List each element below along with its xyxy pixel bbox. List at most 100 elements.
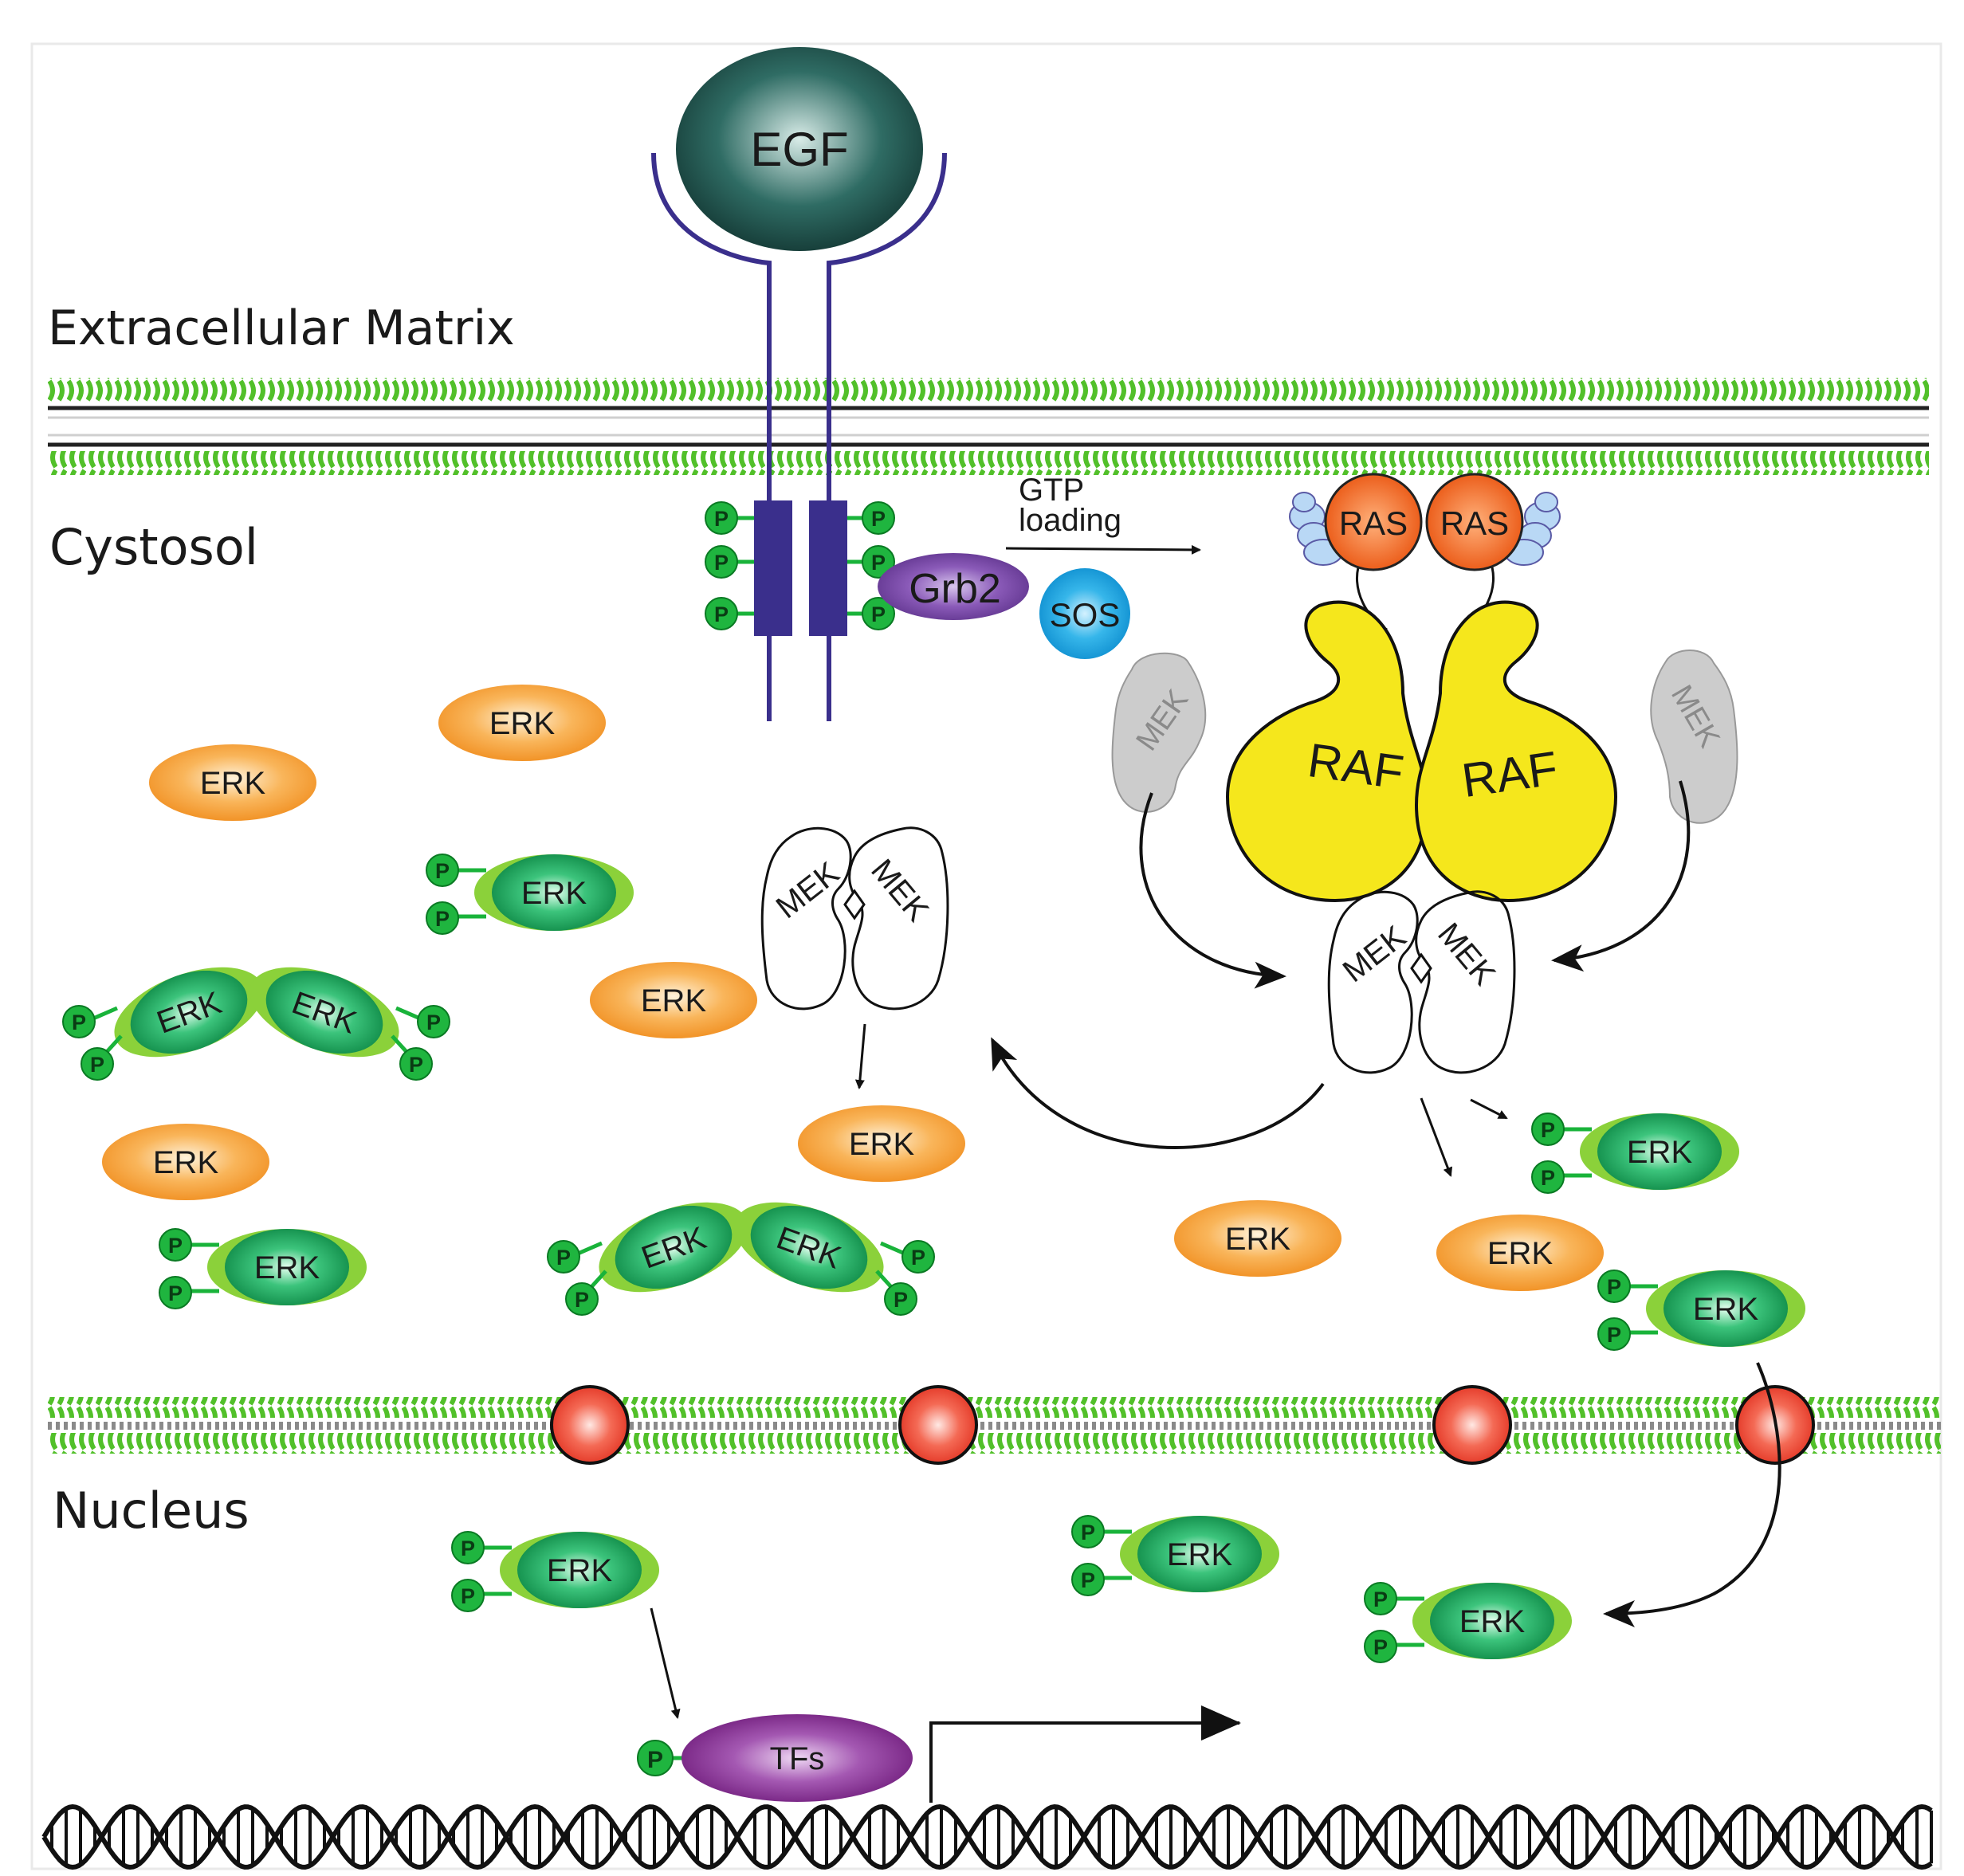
phospho-label: P xyxy=(1541,1166,1555,1190)
nuclear-membrane xyxy=(48,1397,1941,1454)
phospho-site: P xyxy=(1364,1582,1397,1615)
ras-right xyxy=(1425,473,1524,571)
phospho-label: P xyxy=(714,602,729,626)
transcription-arrow xyxy=(929,1705,1241,1803)
erk-phosphorylated: ERK xyxy=(599,1202,748,1293)
phospho-site: P xyxy=(1531,1160,1565,1194)
gtp-loading-arrow xyxy=(1005,544,1201,555)
mek-monomer xyxy=(848,826,949,1011)
phospho-label: P xyxy=(435,907,450,931)
erk-label: ERK xyxy=(1487,1236,1554,1271)
phospho-site: P xyxy=(1597,1270,1631,1303)
erk-label: ERK xyxy=(200,766,266,801)
phospho-site: P xyxy=(547,1240,580,1274)
raf-right xyxy=(1414,600,1618,903)
phospho-site: P xyxy=(1364,1630,1397,1663)
raf-left xyxy=(1225,600,1429,903)
phospho-label: P xyxy=(871,551,886,575)
erk-label: ERK xyxy=(1627,1135,1693,1170)
arrow-mek-to-erk-1 xyxy=(1420,1097,1453,1177)
phospho-label: P xyxy=(714,507,729,531)
nuclear-pores xyxy=(550,1385,1815,1465)
erk-inactive: ERK xyxy=(1436,1215,1604,1291)
arrow-mek-activation-left xyxy=(1139,792,1286,989)
erk-label: ERK xyxy=(254,1250,320,1285)
phospho-site xyxy=(637,1740,674,1776)
grb2: Grb2 xyxy=(878,553,1029,620)
arrow-mek-release xyxy=(991,1037,1325,1149)
nuclear-pore xyxy=(1432,1385,1512,1465)
erk-inactive: ERK xyxy=(149,744,316,821)
nuclear-pore xyxy=(550,1385,630,1465)
phospho-label: P xyxy=(461,1584,475,1608)
phospho-label: P xyxy=(556,1246,571,1270)
phospho-label: P xyxy=(168,1281,183,1305)
phospho-label: P xyxy=(714,551,729,575)
phospho-label: P xyxy=(647,1747,663,1773)
egf-ligand: EGF xyxy=(676,47,923,251)
phospho-site: P xyxy=(705,597,738,630)
erk-inactive: ERK xyxy=(1174,1200,1341,1277)
phospho-label: P xyxy=(894,1288,908,1312)
sos-label: SOS xyxy=(1050,596,1121,634)
erk-phosphorylated: PP ERK xyxy=(426,854,634,935)
ras-right-label: RAS xyxy=(1440,504,1509,542)
phospho-site: P xyxy=(884,1282,917,1316)
phospho-site: P xyxy=(705,545,738,579)
erk-label: ERK xyxy=(1459,1604,1526,1639)
erk-phosphorylated: ERK xyxy=(734,1202,884,1293)
arrow-mek-to-erk-2 xyxy=(1470,1098,1508,1120)
ras-dimer: RAS RAS xyxy=(1289,473,1561,631)
gtp-loading-label-line2: loading xyxy=(1019,503,1121,538)
phospho-site: P xyxy=(1531,1113,1565,1146)
phospho-site: P xyxy=(1071,1563,1105,1596)
phospho-site: P xyxy=(565,1282,599,1316)
phospho-label: P xyxy=(1373,1588,1388,1611)
receptor-kinase-right xyxy=(809,500,847,636)
mek-inactive-left: MEK xyxy=(1111,652,1207,813)
receptor-kinase-left xyxy=(754,500,792,636)
phospho-site: P xyxy=(399,1047,433,1081)
plasma-membrane xyxy=(48,378,1929,475)
phospho-label: P xyxy=(1081,1568,1095,1592)
phospho-label: P xyxy=(435,859,450,883)
phospho-label: P xyxy=(1081,1521,1095,1544)
phospho-label: P xyxy=(168,1234,183,1258)
mek-monomer xyxy=(1327,890,1419,1074)
erk-phosphorylated: P P ERK xyxy=(1364,1582,1572,1663)
phospho-site: P xyxy=(62,1005,96,1038)
erk-label: ERK xyxy=(153,1145,219,1180)
erk-label: ERK xyxy=(489,706,556,741)
erk-label: ERK xyxy=(521,876,587,911)
arrow-mek-to-erk xyxy=(854,1023,866,1089)
nucleus-label: Nucleus xyxy=(53,1482,249,1540)
extracellular-matrix-label: Extracellular Matrix xyxy=(48,300,515,356)
mek-monomer xyxy=(1415,890,1516,1074)
phospho-label: P xyxy=(911,1246,925,1270)
phospho-label: P xyxy=(409,1053,423,1077)
erk-label: ERK xyxy=(547,1553,613,1588)
phospho-site: P xyxy=(451,1579,485,1612)
phospho-label: P xyxy=(461,1537,475,1560)
arrow-mek-activation-right xyxy=(1551,780,1691,972)
phospho-label: P xyxy=(90,1053,104,1077)
phospho-site: P xyxy=(862,545,895,579)
nuclear-pore xyxy=(898,1385,978,1465)
gtp-loading-label-line1: GTP xyxy=(1019,473,1084,508)
erk-phosphorylated: ERK xyxy=(249,967,399,1058)
phospho-label: P xyxy=(72,1011,86,1034)
phospho-label: P xyxy=(1607,1323,1621,1347)
sos: SOS xyxy=(1039,568,1130,659)
phospho-site: P xyxy=(862,597,895,630)
egf-label: EGF xyxy=(750,123,848,176)
phospho-label: P xyxy=(871,602,886,626)
cytosol-label: Cystosol xyxy=(49,518,258,576)
phospho-site: P xyxy=(705,501,738,535)
arrow-erk-to-tfs xyxy=(650,1607,681,1719)
phospho-label: P xyxy=(1373,1635,1388,1659)
